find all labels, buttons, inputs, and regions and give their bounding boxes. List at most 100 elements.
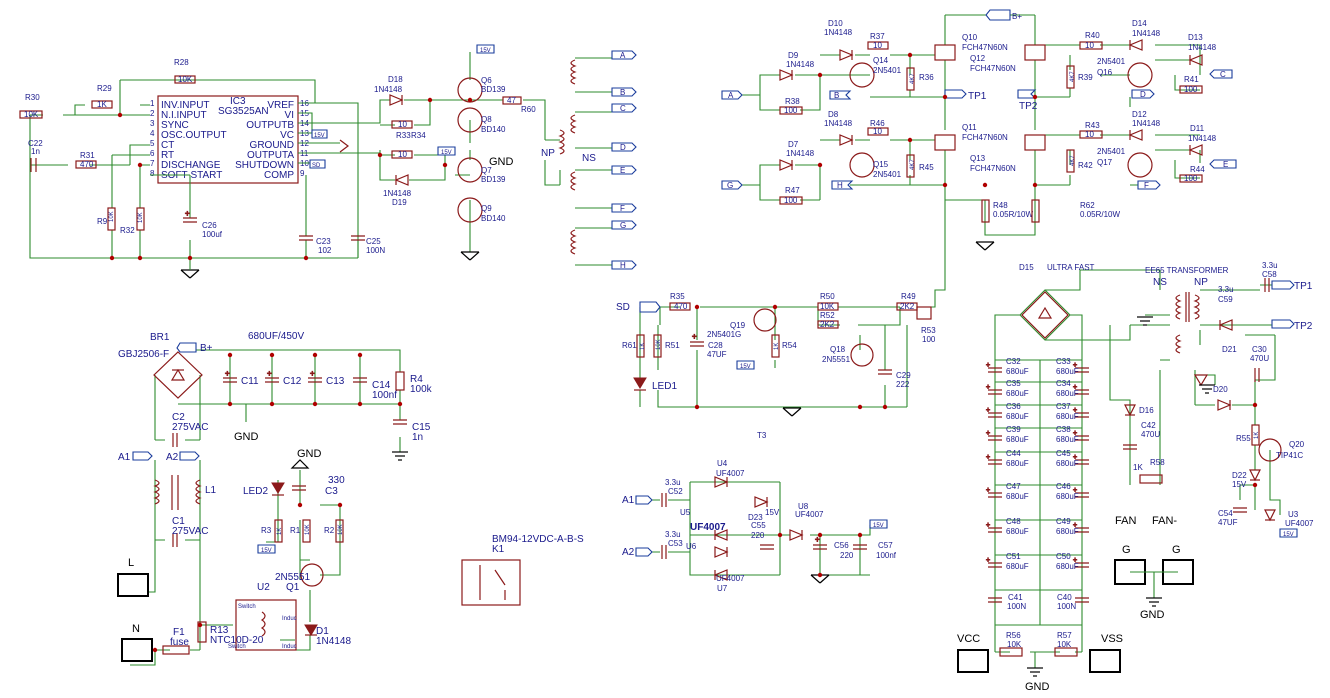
ref-label: C33 <box>1056 357 1071 366</box>
ic3-ref: IC3 <box>230 96 246 107</box>
ref-label: U6 <box>686 542 697 551</box>
value-label: 1N4148 <box>786 149 815 158</box>
value-label: 1N4148 <box>383 189 412 198</box>
value-label: 100nf <box>372 390 397 401</box>
value-label: 680uF <box>1056 412 1079 421</box>
flag-text: A <box>728 91 734 100</box>
bridge-rectifier: D15 ULTRA FAST <box>1019 263 1095 339</box>
ref-label: C39 <box>1006 425 1021 434</box>
ref-label: C48 <box>1006 517 1021 526</box>
value-label: 680uF <box>1056 492 1079 501</box>
bplus-flag: B+ <box>176 342 213 354</box>
connector-g-left[interactable]: G <box>1114 544 1146 585</box>
ic3-pin-number: 1 <box>150 99 155 108</box>
flag-text: 15V <box>740 364 751 370</box>
np-label: NP <box>541 148 555 159</box>
ref-label: R35 <box>670 292 685 301</box>
ic3-section: IC3 SG3525AN INV.INPUT N.I.INPUT SYNC OS… <box>19 58 455 279</box>
value-label: 1n <box>412 432 423 443</box>
value-label: 1N4148 <box>1132 29 1161 38</box>
connector-l[interactable]: L <box>117 557 149 597</box>
connector-vcc[interactable]: VCC <box>957 633 989 673</box>
cap-bank: +C32680uF+C35680uF+C36680uF+C39680uF+C44… <box>986 357 1089 571</box>
ref-label: Q20 <box>1289 440 1305 449</box>
flag-text: G <box>620 221 626 230</box>
ic3-pin-label: OSC.OUTPUT <box>161 130 227 141</box>
ref-label: C30 <box>1252 345 1267 354</box>
value-label: 100 <box>784 106 798 115</box>
ref-label: D16 <box>1139 406 1154 415</box>
flag-text: D <box>620 143 626 152</box>
value-label: 1N4148 <box>1132 119 1161 128</box>
connector-vss[interactable]: VSS <box>1089 633 1123 673</box>
ref-label: C35 <box>1006 379 1021 388</box>
svg-text:+: + <box>1073 454 1077 461</box>
svg-text:+: + <box>986 430 990 437</box>
net-flag-f: F <box>1137 180 1161 190</box>
ref-label: R61 <box>622 341 637 350</box>
value-label: 15V <box>1232 480 1247 489</box>
ic3-pin-label: OUTPUTB <box>246 120 294 131</box>
flag-text: D <box>1140 90 1146 99</box>
ref-label: R3 <box>261 526 272 535</box>
ref-label: C12 <box>283 376 302 387</box>
svg-text:+: + <box>986 487 990 494</box>
flag-text: TP2 <box>1294 321 1313 332</box>
value-label: 4K7 <box>1070 71 1076 82</box>
ic3-pin-label: SOFT-START <box>161 170 222 181</box>
value-label: 680uF <box>1056 459 1079 468</box>
ref-label: U8 <box>798 502 809 511</box>
net-flag-a2: A2 <box>166 451 200 463</box>
value-label: 100 <box>784 196 798 205</box>
value-label: 10 <box>1085 130 1094 139</box>
value-label: 2N5401 <box>1097 57 1126 66</box>
ref-label: R52 <box>820 311 835 320</box>
ref-label: C55 <box>751 521 766 530</box>
net-flag-c: C <box>611 103 637 113</box>
connector-n[interactable]: N <box>121 623 153 662</box>
ref-label: D19 <box>392 198 407 207</box>
value-label: GBJ2506-F <box>118 349 169 360</box>
led: LED1 <box>633 377 677 392</box>
ref-label: Q14 <box>873 56 889 65</box>
ref-label: R41 <box>1184 75 1199 84</box>
relay-pin-label: Induc <box>282 616 297 622</box>
output-section: D15 ULTRA FAST +C32680uF+C35680uF+C36680… <box>957 263 1160 693</box>
ref-label: R1 <box>290 526 301 535</box>
ic3-pin-number: 3 <box>150 119 155 128</box>
value-label: fuse <box>170 637 189 648</box>
value-label: 680uF <box>1006 435 1029 444</box>
ref-label: Q6 <box>481 76 492 85</box>
led: LED2 <box>243 482 285 497</box>
flag-text: A1 <box>622 495 635 506</box>
ref-label: R37 <box>870 32 885 41</box>
relay-k1: BM94-12VDC-A-B-S K1 <box>461 534 584 606</box>
ic3-pin-label: COMP <box>264 170 294 181</box>
value-label: 470U <box>1141 430 1160 439</box>
ref-label: C46 <box>1056 482 1071 491</box>
value-label: 10 <box>873 41 882 50</box>
ic3-pin-label: SHUTDOWN <box>235 160 294 171</box>
ic3-pin-label: CT <box>161 140 174 151</box>
flag-text: A2 <box>166 452 179 463</box>
value-label: 10 <box>398 120 407 129</box>
ref-label: C25 <box>366 237 381 246</box>
value-label: 1K <box>277 528 283 535</box>
value-label: 1N4148 <box>786 60 815 69</box>
connector-label: G <box>1172 544 1181 556</box>
ic3-part: SG3525AN <box>218 106 269 117</box>
ref-label: R46 <box>870 119 885 128</box>
svg-text:+: + <box>815 535 820 544</box>
flag-text: E <box>1223 160 1228 169</box>
connector-g-right[interactable]: G <box>1162 544 1194 585</box>
